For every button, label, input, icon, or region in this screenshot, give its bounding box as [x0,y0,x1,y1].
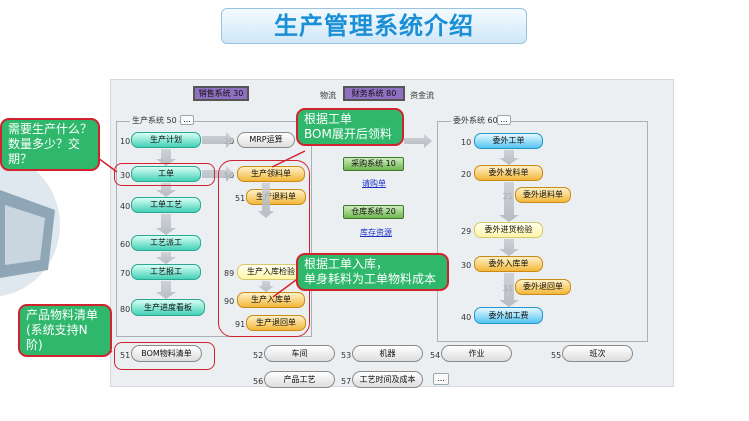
outsource-receipt-node[interactable]: 委外入库单 [474,256,543,272]
machine-node[interactable]: 机器 [352,345,423,362]
outsource-fee-node[interactable]: 委外加工费 [474,307,543,324]
arrow [499,182,519,222]
warehouse-system-node[interactable]: 仓库系统 20 [343,205,404,219]
arrow [499,273,519,307]
arrow [156,149,176,166]
production-return-node[interactable]: 生产退回单 [246,315,306,331]
outsource-group-label: 委外系统 60 [451,115,500,126]
process-report-node[interactable]: 工艺报工 [131,264,201,280]
callout-pointer [272,279,297,298]
callout-text: 需要生产什么？ [8,122,93,136]
bom-callout: 产品物料清单 (系统支持N阶) [18,304,112,357]
bom-node[interactable]: BOM物料清单 [131,345,202,362]
node-num: 52 [253,351,264,360]
cashflow-label: 资金流 [410,91,434,100]
callout-text: 根据工单入库， [304,257,389,271]
product-process-node[interactable]: 产品工艺 [264,371,335,388]
callout-text: (系统支持N阶) [26,323,88,352]
outsource-issue-node[interactable]: 委外发料单 [474,165,543,181]
callout-text: 根据工单 [304,112,353,126]
material-return-node[interactable]: 生产退料单 [246,189,306,205]
arrow [499,150,519,165]
arrow [156,281,176,299]
node-num: 70 [120,269,131,278]
material-requisition-node[interactable]: 生产领料单 [237,166,305,182]
arrow [258,281,274,292]
demand-callout: 需要生产什么？ 数量多少？交期？ [0,118,100,171]
sales-system-node[interactable]: 销售系统 30 [193,86,249,101]
outsource-return-node[interactable]: 委外退回单 [515,279,571,295]
arrow [156,214,176,235]
purchase-system-node[interactable]: 采购系统 10 [343,157,404,171]
process-dispatch-node[interactable]: 工艺派工 [131,235,201,251]
work-order-process-node[interactable]: 工单工艺 [131,197,201,213]
shift-node[interactable]: 班次 [562,345,633,362]
page-title: 生产管理系统介绍 [221,8,527,44]
node-num: 10 [120,137,131,146]
node-num: 40 [461,313,472,322]
production-group-label: 生产系统 50 [130,115,179,126]
node-num: 91 [235,320,246,329]
node-num: 10 [461,138,472,147]
production-receipt-node[interactable]: 生产入库单 [237,292,305,308]
bom-highlight [114,342,215,370]
progress-board-node[interactable]: 生产进度看板 [131,299,205,316]
node-num: 51 [120,351,131,360]
outsource-inspection-node[interactable]: 委外进货检验 [474,222,543,238]
node-num: 29 [461,227,472,236]
work-order-highlight [114,163,215,186]
storage-callout: 根据工单入库， 单身耗料为工单物料成本 [296,253,449,291]
node-num: 40 [120,202,131,211]
node-num: 56 [253,377,264,386]
callout-text: 数量多少？交期？ [8,137,81,166]
node-num: 55 [551,351,562,360]
node-num: 80 [120,305,131,314]
material-flow-highlight [218,160,310,337]
outsource-material-return-node[interactable]: 委外退料单 [515,187,571,203]
callout-text: 单身耗料为工单物料成本 [304,272,437,286]
production-group [116,121,312,337]
arrow [258,183,274,218]
bottom-more-button[interactable]: ... [433,373,449,385]
callout-pointer [271,150,306,168]
node-num: 51 [235,194,246,203]
outsource-order-node[interactable]: 委外工单 [474,133,543,149]
node-num: 89 [224,269,235,278]
node-num: 90 [224,297,235,306]
receipt-inspection-node[interactable]: 生产入库检验 [237,264,305,280]
work-order-node[interactable]: 工单 [131,166,201,182]
outsource-group [437,121,648,342]
production-plan-node[interactable]: 生产计划 [131,132,201,148]
node-num: 20 [461,170,472,179]
callout-text: BOM展开后领料 [304,127,392,141]
node-num: 60 [120,240,131,249]
arrow [202,132,234,148]
arrow [499,239,519,256]
node-num: 57 [341,377,352,386]
arrow [404,134,432,148]
arrow [156,183,176,197]
node-num: 30 [120,171,131,180]
inventory-link[interactable]: 库存资源 [360,228,392,237]
node-num: 54 [430,351,441,360]
process-cost-node[interactable]: 工艺时间及成本 [352,371,423,388]
mrp-node[interactable]: MRP运算 [237,132,295,148]
globe-decoration [0,153,60,297]
node-num: 30 [461,261,472,270]
workshop-node[interactable]: 车间 [264,345,335,362]
finance-system-node[interactable]: 财务系统 80 [343,86,405,101]
operation-node[interactable]: 作业 [441,345,512,362]
logistics-label: 物流 [320,91,336,100]
purchase-request-link[interactable]: 请购单 [362,179,386,188]
outsource-more-button[interactable]: ... [497,115,511,125]
production-more-button[interactable]: ... [180,115,194,125]
callout-text: 产品物料清单 [26,308,99,322]
node-num: 53 [341,351,352,360]
material-callout: 根据工单 BOM展开后领料 [296,108,404,146]
arrow [156,252,176,264]
